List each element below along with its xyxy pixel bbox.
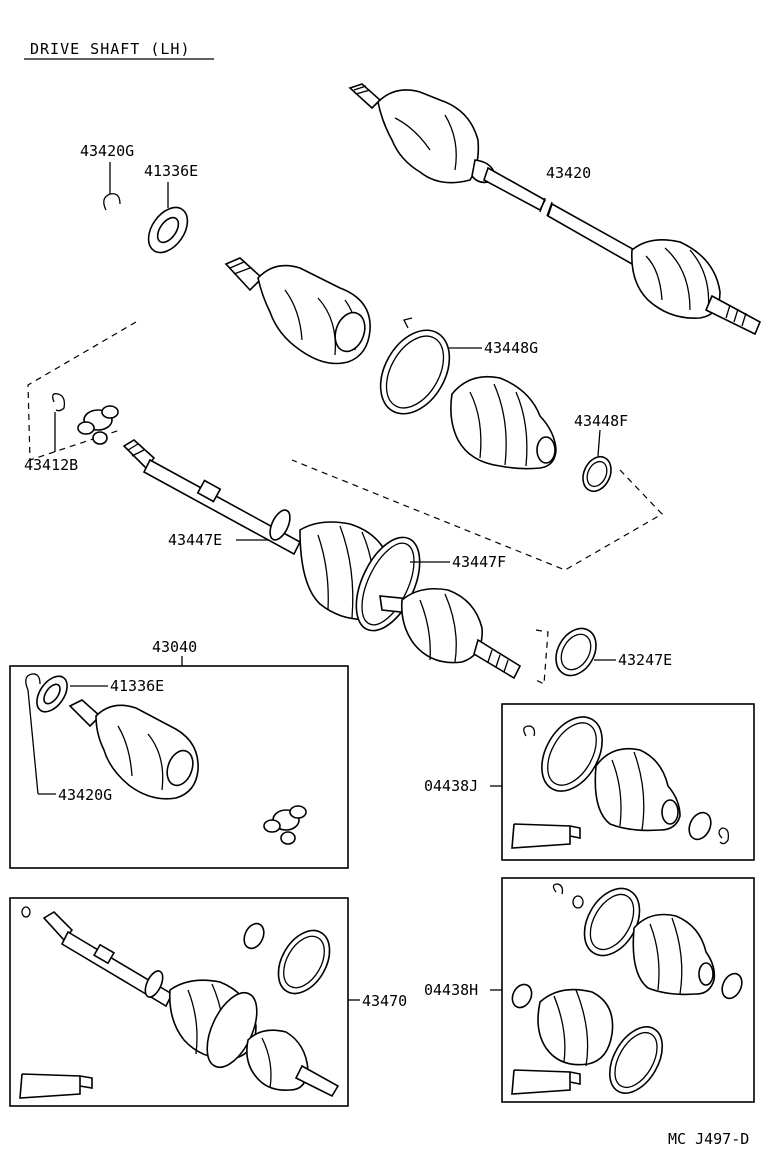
label-43040: 43040 [152,638,197,656]
main-drive-shaft[interactable] [122,439,302,556]
boot-clamp-43447E[interactable] [266,507,294,543]
tripod-joint-box[interactable] [263,805,307,845]
kit-dashed-boundary [27,321,663,571]
boot-kit-04438H[interactable] [509,879,746,1102]
snap-ring-43420G-box[interactable] [25,673,41,691]
label-43470: 43470 [362,992,407,1010]
label-43247E: 43247E [618,651,672,669]
large-boot-assembly[interactable] [299,521,522,680]
label-43448G: 43448G [484,339,538,357]
drive-shaft-kit-43470[interactable] [19,906,340,1099]
snap-ring-43420G[interactable] [103,193,121,211]
diagram-code: MC J497-D [668,1130,749,1148]
snap-ring-43412B[interactable] [52,393,66,412]
label-43447E: 43447E [168,531,222,549]
label-43412B: 43412B [24,456,78,474]
ring-43247E[interactable] [548,621,604,682]
drive-shaft-assembly-43420[interactable] [348,83,762,336]
label-43420G-box: 43420G [58,786,112,804]
inboard-joint-housing[interactable] [224,257,371,365]
diagram-title: DRIVE SHAFT (LH) [30,40,191,58]
box-04438J [501,703,755,861]
box-43470 [9,897,349,1107]
tripod-joint[interactable] [77,405,119,445]
label-43420G-top: 43420G [80,142,134,160]
label-43448F: 43448F [574,412,628,430]
ring-dash-link [535,629,549,685]
boot-kit-04438J[interactable] [511,706,730,849]
label-43447F: 43447F [452,553,506,571]
washer-41336E-box[interactable] [31,671,74,718]
box-43040 [9,665,349,869]
label-43420: 43420 [546,164,591,182]
inboard-joint-housing-box[interactable] [68,699,199,800]
label-41336E-top: 41336E [144,162,198,180]
label-04438H: 04438H [424,981,478,999]
washer-41336E[interactable] [141,200,196,259]
boot-clamp-43448F[interactable] [578,452,617,496]
label-41336E-box: 41336E [110,677,164,695]
leader-43420G-box [27,689,39,795]
inboard-boot[interactable] [450,375,557,470]
boot-clamp-43448G[interactable] [367,317,464,426]
leader-43448F [597,429,601,457]
label-04438J: 04438J [424,777,478,795]
